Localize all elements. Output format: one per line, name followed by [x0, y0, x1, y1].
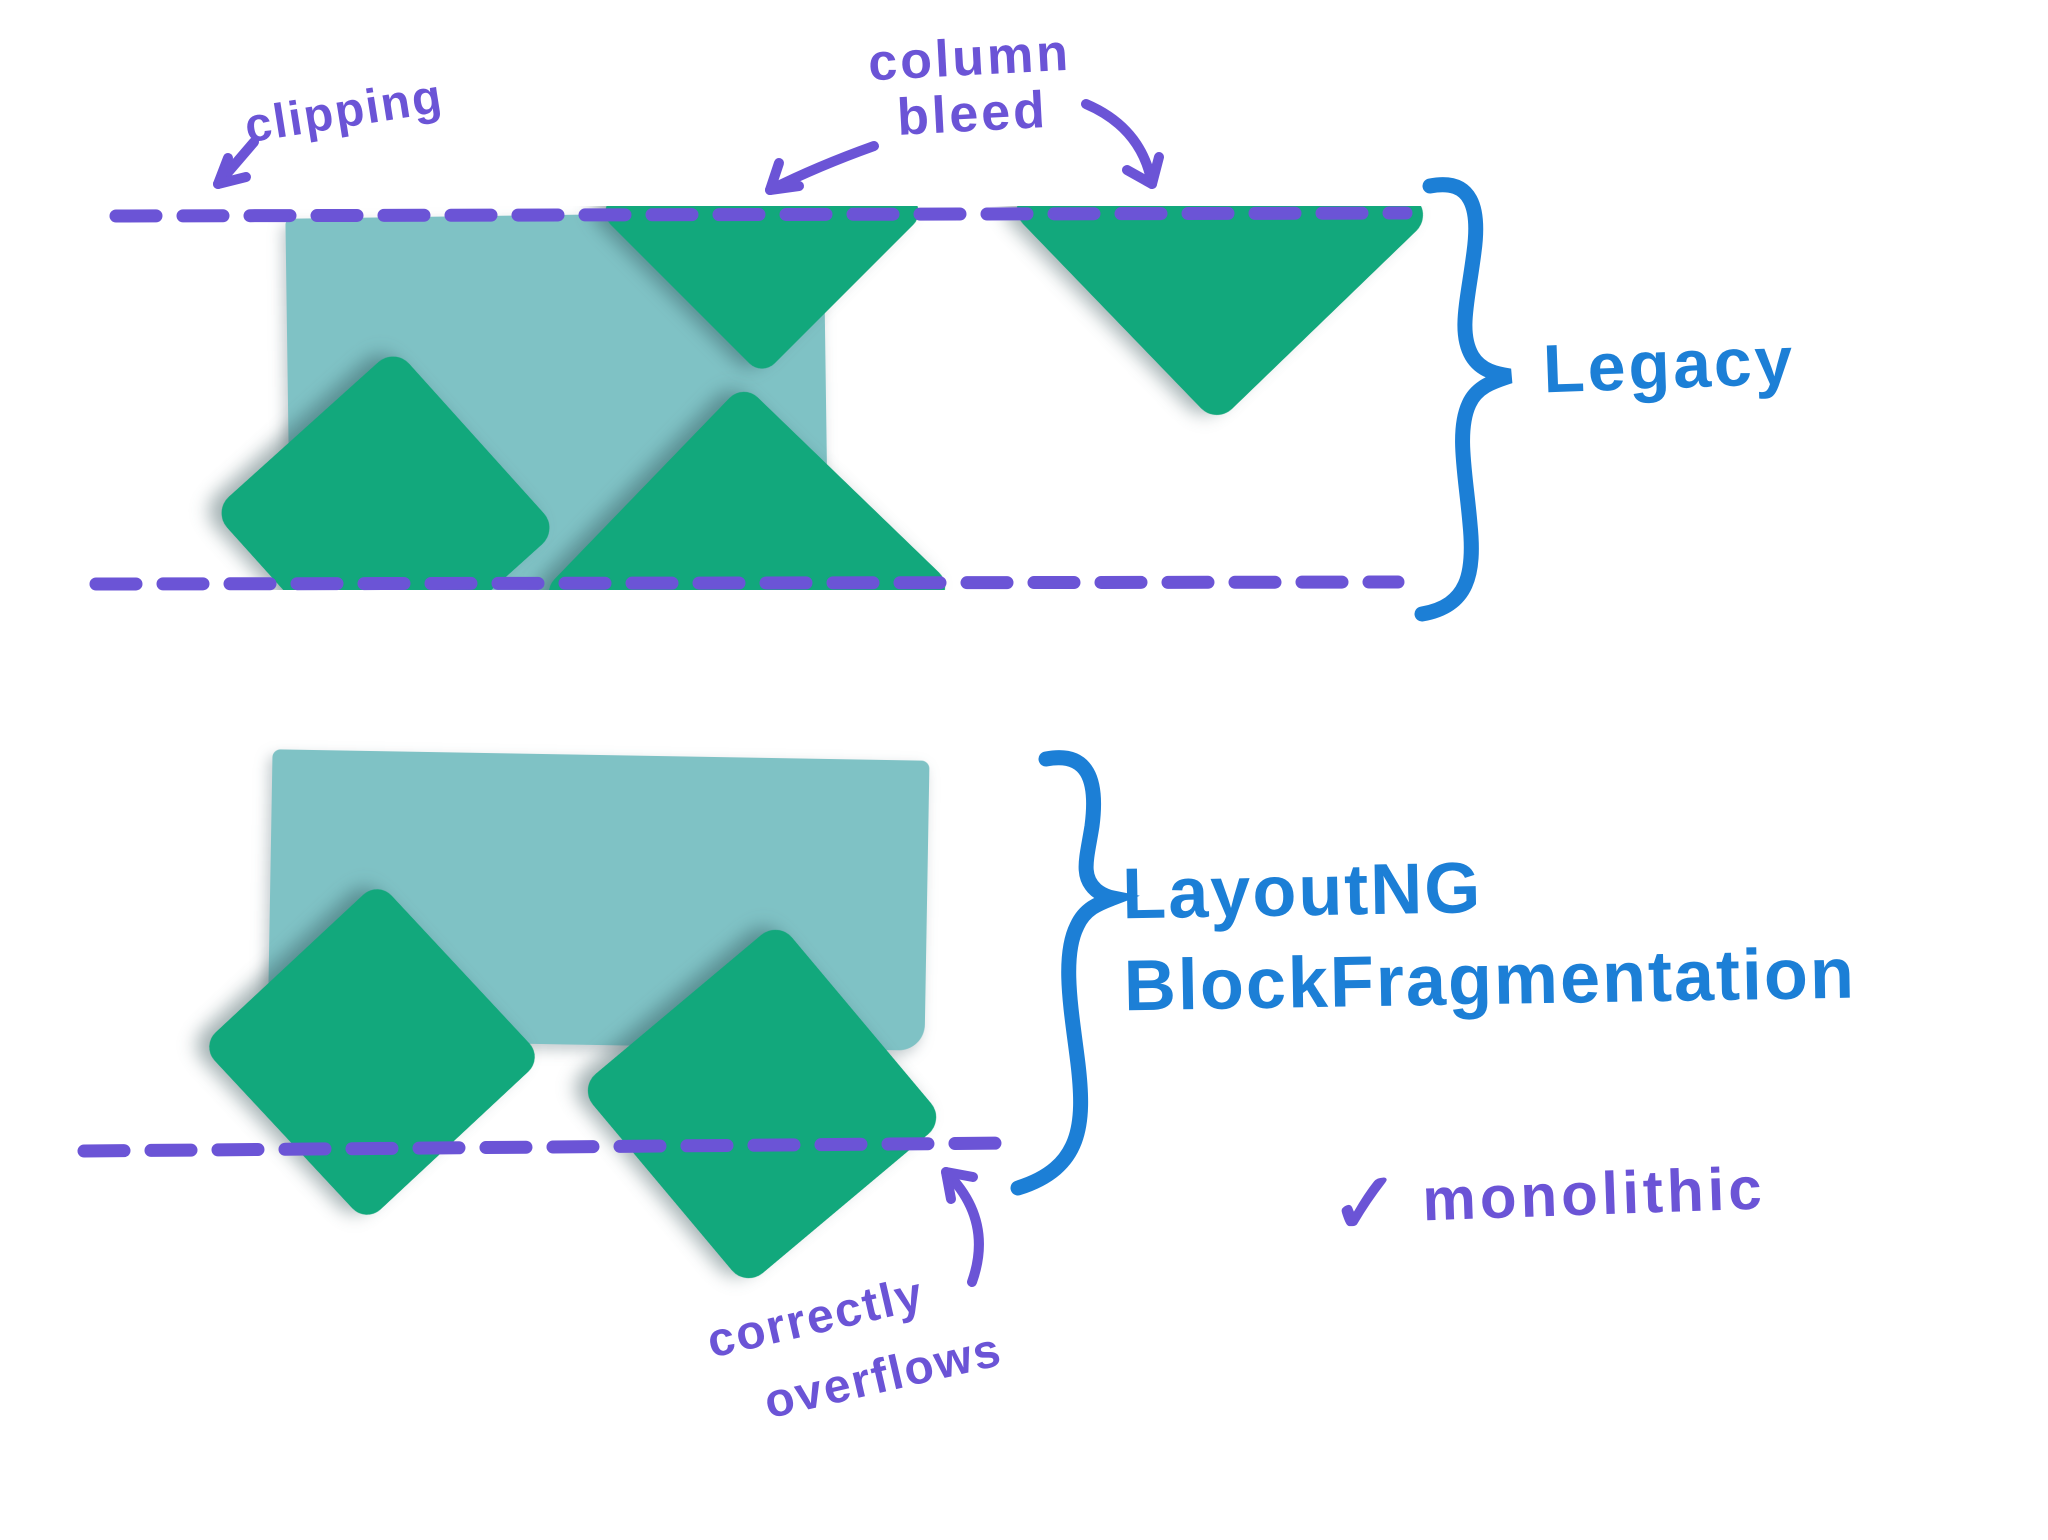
ng-brace — [1010, 750, 1140, 1196]
column-bleed-line2: bleed — [895, 81, 1050, 148]
monolithic-annotation: ✓monolithic — [1328, 1140, 1767, 1253]
column-bleed-arrow-left — [765, 141, 879, 195]
monolithic-text: monolithic — [1421, 1154, 1767, 1234]
ng-label-line2: BlockFragmentation — [1123, 933, 1857, 1027]
legacy-section-label: Legacy — [1541, 322, 1797, 408]
ng-section-label: LayoutNG BlockFragmentation — [1121, 836, 1857, 1033]
column-bleed-annotation: column bleed — [843, 24, 1099, 149]
legacy-diamond-bleed-fragment — [1007, 206, 1433, 425]
clipping-annotation: clipping — [241, 69, 447, 154]
ng-label-line1: LayoutNG — [1121, 848, 1483, 935]
checkmark-icon: ✓ — [1328, 1155, 1407, 1252]
